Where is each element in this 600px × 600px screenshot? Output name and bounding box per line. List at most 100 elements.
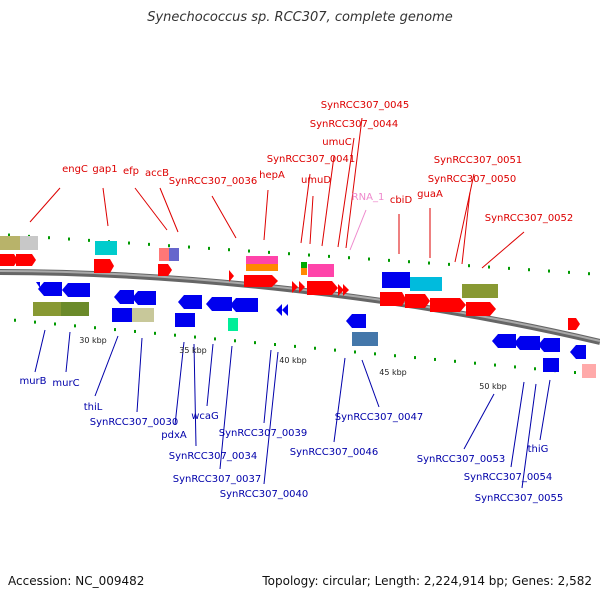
tick-mark-top (48, 236, 50, 240)
scale-label: 30 kbp (79, 336, 107, 345)
leader-0036 (211, 195, 237, 239)
leader-thiL (94, 335, 119, 397)
gene-0039-arrow (276, 304, 282, 316)
leader-0039 (263, 349, 272, 424)
gene-label: SynRCC307_0055 (475, 493, 564, 504)
gene-label: murB (19, 376, 46, 387)
tick-mark-bottom (294, 344, 296, 348)
gene-pdxA-arrow (178, 295, 202, 309)
scale-label: 35 kbp (179, 346, 207, 355)
tick-mark-top (68, 237, 70, 241)
gene-label: SynRCC307_0030 (90, 417, 179, 428)
gene-cbiD-arrow (380, 292, 406, 306)
tick-mark-top (468, 264, 470, 268)
tick-mark-bottom (334, 348, 336, 352)
gene-accB-arrow (158, 264, 172, 276)
gene-label: SynRCC307_0053 (417, 454, 506, 465)
scale-label: 50 kbp (479, 382, 507, 391)
leader-0037 (219, 345, 233, 470)
tick-mark-bottom (214, 337, 216, 341)
leader-wcaG (206, 343, 214, 407)
gene-umuC-box (308, 264, 334, 277)
gene-0055-box (543, 358, 559, 372)
leader-hepA (263, 189, 269, 241)
gene-label: efp (123, 166, 139, 177)
gene-label: SynRCC307_0041 (267, 154, 356, 165)
leader-murC (65, 331, 71, 373)
leader-0044 (337, 137, 355, 248)
gene-umuD-arrow (292, 281, 298, 293)
tick-mark-top (148, 242, 150, 246)
tick-mark-bottom (494, 363, 496, 367)
leader-efp (134, 187, 168, 231)
genome-backbone-highlight (0, 270, 600, 342)
label-leader-lines (29, 117, 551, 489)
tick-mark-bottom (254, 341, 256, 345)
tick-mark-bottom (74, 324, 76, 328)
tick-mark-bottom (354, 350, 356, 354)
gene-label: RNA_1 (352, 192, 385, 203)
leader-0047 (361, 359, 380, 408)
gene-label: gap1 (92, 164, 117, 175)
gene-gap1-box (95, 241, 117, 255)
leader-0052 (481, 231, 525, 269)
gene-accB-box2 (169, 248, 179, 261)
gene-0037-box (228, 318, 238, 331)
tick-mark-top (308, 253, 310, 257)
genome-backbone (0, 269, 600, 345)
tick-mark-bottom (414, 356, 416, 360)
gene-0030-arrow (132, 291, 156, 305)
leader-0041 (300, 173, 311, 244)
tick-mark-bottom (14, 318, 16, 322)
gene-label: SynRCC307_0051 (434, 155, 523, 166)
leader-RNA_1 (349, 209, 367, 251)
tick-mark-bottom (474, 361, 476, 365)
tick-mark-bottom (234, 339, 236, 343)
gene-label: umuD (301, 175, 331, 186)
tick-mark-bottom (394, 354, 396, 358)
tick-mark-top (568, 270, 570, 274)
gene-0041-box (301, 262, 307, 268)
leader-gap1 (102, 187, 109, 227)
leader-0050 (461, 191, 471, 265)
gene-label: SynRCC307_0040 (220, 489, 309, 500)
gene-cbiD-box (382, 272, 410, 288)
leader-murB (34, 329, 46, 373)
leader-0055 (521, 383, 537, 489)
tick-mark-top (228, 248, 230, 252)
gene-label: SynRCC307_0045 (321, 100, 410, 111)
tick-mark-top (248, 249, 250, 253)
tick-mark-top (508, 266, 510, 270)
gene-0044-arrow (338, 284, 344, 296)
tick-mark-top (428, 261, 430, 265)
tick-mark-bottom (94, 326, 96, 330)
tick-mark-bottom (154, 331, 156, 335)
gene-label: SynRCC307_0050 (428, 174, 517, 185)
tick-mark-bottom (434, 357, 436, 361)
gene-label: hepA (259, 170, 285, 181)
gene-label: accB (145, 168, 169, 179)
gene-wcaG-arrow (206, 297, 232, 311)
tick-mark-bottom (374, 352, 376, 356)
leader-0053 (463, 393, 495, 450)
tick-mark-bottom (454, 359, 456, 363)
reverse-genes (33, 282, 596, 378)
tick-mark-top (8, 233, 10, 237)
gene-arrow-2 (16, 254, 36, 266)
scale-label: 40 kbp (279, 356, 307, 365)
accession-label: Accession: NC_009482 (8, 574, 145, 588)
leader-engC (29, 187, 61, 223)
gene-0046-arrow (346, 314, 366, 328)
gene-label: pdxA (161, 430, 187, 441)
gene-thiL-arrow (114, 290, 134, 304)
tick-mark-top (188, 245, 190, 249)
gene-hepA-box (246, 256, 278, 264)
tick-mark-bottom (514, 365, 516, 369)
gene-label: cbiD (390, 195, 413, 206)
leader-0054 (510, 381, 525, 468)
gene-label: engC (62, 164, 88, 175)
gene-hepA-box2 (246, 264, 278, 271)
gene-0051-arrow (466, 302, 496, 316)
